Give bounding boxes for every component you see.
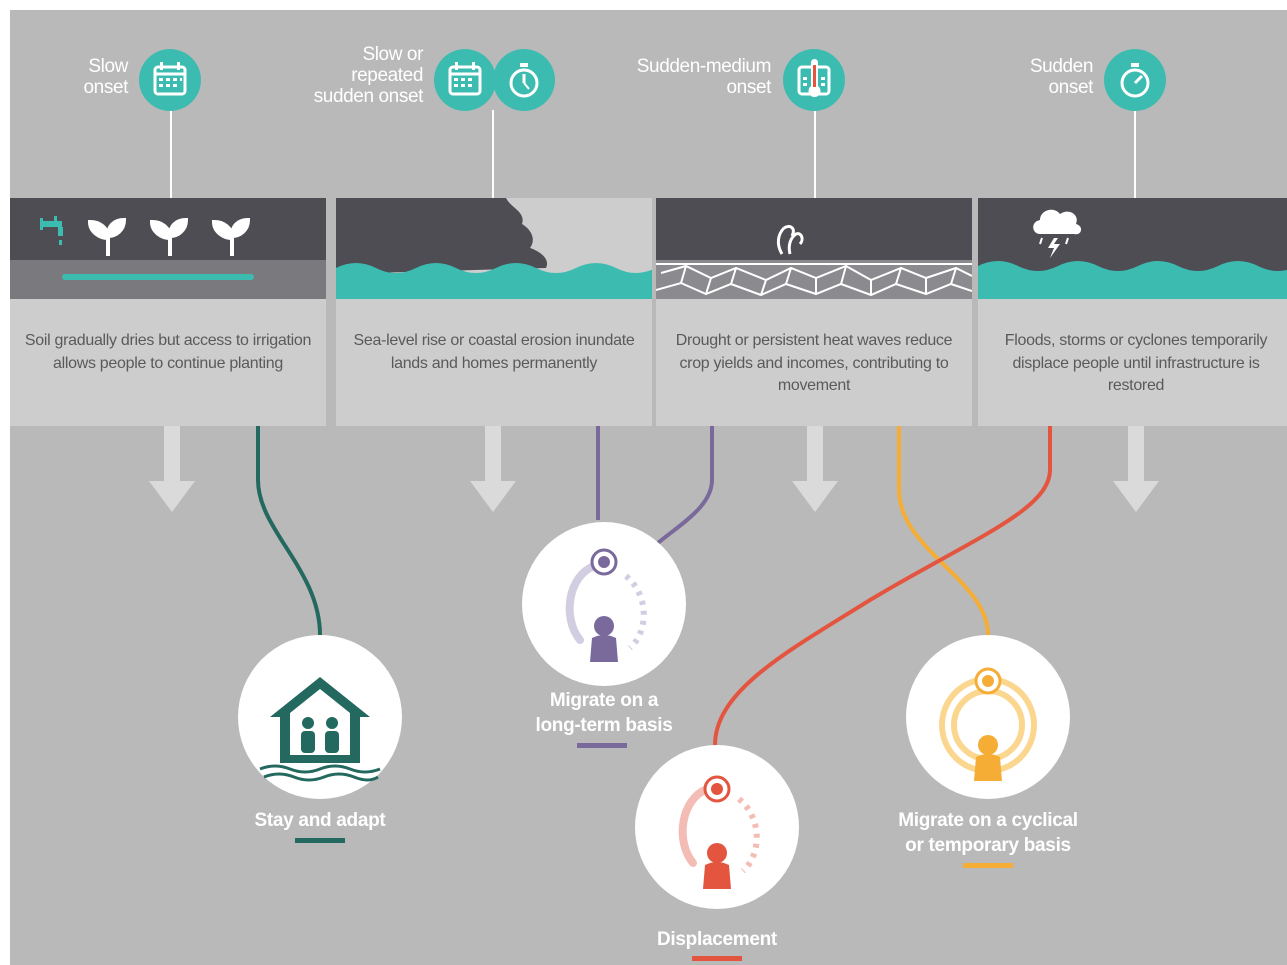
scenario-panel-sudden-medium: Drought or persistent heat waves reduce … <box>656 198 972 426</box>
timeline-connector <box>492 110 494 198</box>
cyclical-migration-icon <box>906 635 1070 799</box>
underline-stay <box>295 838 345 843</box>
drought-cracked-soil-icon <box>656 198 972 299</box>
scenario-text: Floods, storms or cyclones temporarily d… <box>1004 332 1268 394</box>
storm-flood-icon <box>978 198 1287 299</box>
underline-cyclical <box>963 863 1013 868</box>
underline-displacement <box>692 956 742 961</box>
stopwatch-icon <box>1104 49 1166 111</box>
arrow-down-icon <box>1113 426 1159 512</box>
stay-path <box>256 426 322 636</box>
scenario-text: Soil gradually dries but access to irrig… <box>24 332 312 372</box>
arrow-down-icon <box>792 426 838 512</box>
underline-long-term <box>577 743 627 748</box>
calendar-icon <box>434 49 496 111</box>
house-family-icon <box>238 635 402 799</box>
displacement-icon <box>635 745 799 909</box>
timeline-label-sudden: Sudden onset <box>1029 56 1094 98</box>
infographic: Slow onset Slow or repeated sudden onset… <box>10 10 1287 965</box>
timeline-label-repeated: Slow or repeated sudden onset <box>313 44 424 107</box>
timeline-connector <box>170 110 172 198</box>
outcome-label-cyclical: Migrate on a cyclical or temporary basis <box>898 810 1078 856</box>
outcome-paths <box>256 426 1052 746</box>
scenario-panel-sudden: Floods, storms or cyclones temporarily d… <box>978 198 1287 426</box>
scenario-text: Sea-level rise or coastal erosion inunda… <box>353 332 635 372</box>
timeline-connector <box>1134 110 1136 198</box>
irrigation-plants-icon <box>10 198 326 299</box>
scenario-text: Drought or persistent heat waves reduce … <box>675 332 953 394</box>
arrow-down-icon <box>149 426 195 512</box>
outcome-label-displacement: Displacement <box>657 929 777 950</box>
timeline-connector <box>814 110 816 198</box>
outcome-label-stay: Stay and adapt <box>254 810 386 831</box>
calendar-icon <box>139 49 201 111</box>
scenario-panel-repeated: Sea-level rise or coastal erosion inunda… <box>336 198 652 426</box>
arrow-down-icon <box>470 426 516 512</box>
displacement-path <box>713 426 1052 746</box>
thermometer-calendar-icon <box>783 49 845 111</box>
outcome-label-long-term: Migrate on a long-term basis <box>535 690 673 736</box>
stopwatch-icon <box>493 49 555 111</box>
timeline-label-slow: Slow onset <box>83 56 129 98</box>
scenario-panel-slow: Soil gradually dries but access to irrig… <box>10 198 326 426</box>
cyclical-path <box>897 426 990 636</box>
long-term-migration-icon <box>522 522 686 686</box>
timeline-label-sudden-medium: Sudden-medium onset <box>636 56 772 98</box>
sea-level-rise-icon <box>336 198 652 299</box>
